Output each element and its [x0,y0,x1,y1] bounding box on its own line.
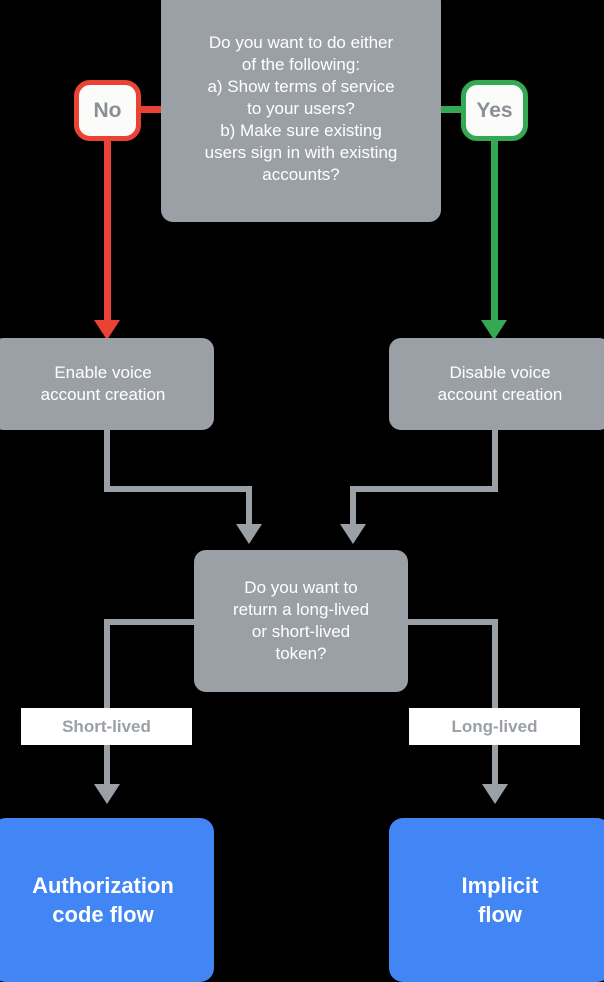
connector-disable-left [350,486,498,492]
node-terms-of-service-question: Do you want to do either of the followin… [161,0,441,222]
node-token-lifetime-question: Do you want to return a long-lived or sh… [194,550,408,692]
question-top-line-6: users sign in with existing [204,143,398,163]
connector-short-lived-horizontal [104,619,202,625]
question-top-line-4: to your users? [247,98,355,118]
connector-enable-down [104,428,110,492]
implicit-flow-line-1: Implicit [461,872,539,898]
arrow-enable-to-token-question [236,524,262,544]
arrow-long-lived-to-implicit-flow [482,784,508,804]
edge-label-short-lived-text: Short-lived [62,716,151,736]
connector-no-vertical [104,138,111,323]
edge-label-long-lived-text: Long-lived [451,716,538,736]
disable-voice-line-1: Disable voice [449,362,551,382]
auth-code-flow-line-1: Authorization [32,872,174,898]
connector-long-lived-horizontal [400,619,498,625]
arrow-short-lived-to-auth-code-flow [94,784,120,804]
question-token-line-4: token? [275,644,327,664]
connector-yes-to-question-horizontal [436,106,466,113]
node-implicit-flow: Implicit flow [389,818,604,982]
connector-no-to-question-horizontal [136,106,166,113]
enable-voice-line-2: account creation [40,385,166,404]
arrow-yes-to-disable-voice [481,320,507,340]
question-top-line-7: accounts? [262,165,340,185]
question-top-line-2: of the following: [241,54,361,74]
decision-option-no[interactable]: No [74,80,141,141]
connector-short-lived-vertical [104,619,110,787]
arrow-disable-to-token-question [340,524,366,544]
node-disable-voice-account-creation: Disable voice account creation [389,338,604,430]
connector-long-lived-vertical [492,619,498,787]
connector-disable-down [492,428,498,492]
edge-label-short-lived: Short-lived [21,708,192,745]
enable-voice-line-1: Enable voice [54,362,152,382]
question-top-line-1: Do you want to do either [208,32,394,52]
disable-voice-line-2: account creation [437,385,563,404]
question-token-line-3: or short-lived [251,622,351,641]
decision-option-no-label: No [93,98,122,122]
auth-code-flow-line-2: code flow [52,902,154,927]
connector-enable-into-decision [246,486,252,528]
question-token-line-1: Do you want to [244,577,358,597]
decision-option-yes[interactable]: Yes [461,80,528,141]
arrow-no-to-enable-voice [94,320,120,340]
connector-enable-right [104,486,252,492]
question-top-line-3: a) Show terms of service [207,76,395,96]
node-enable-voice-account-creation: Enable voice account creation [0,338,214,430]
decision-option-yes-label: Yes [476,98,513,122]
node-authorization-code-flow: Authorization code flow [0,818,214,982]
question-token-line-2: return a long-lived [232,599,370,619]
edge-label-long-lived: Long-lived [409,708,580,745]
connector-disable-into-decision [350,486,356,528]
connector-yes-vertical [491,138,498,323]
implicit-flow-line-2: flow [478,902,522,927]
question-top-line-5: b) Make sure existing [220,121,382,141]
